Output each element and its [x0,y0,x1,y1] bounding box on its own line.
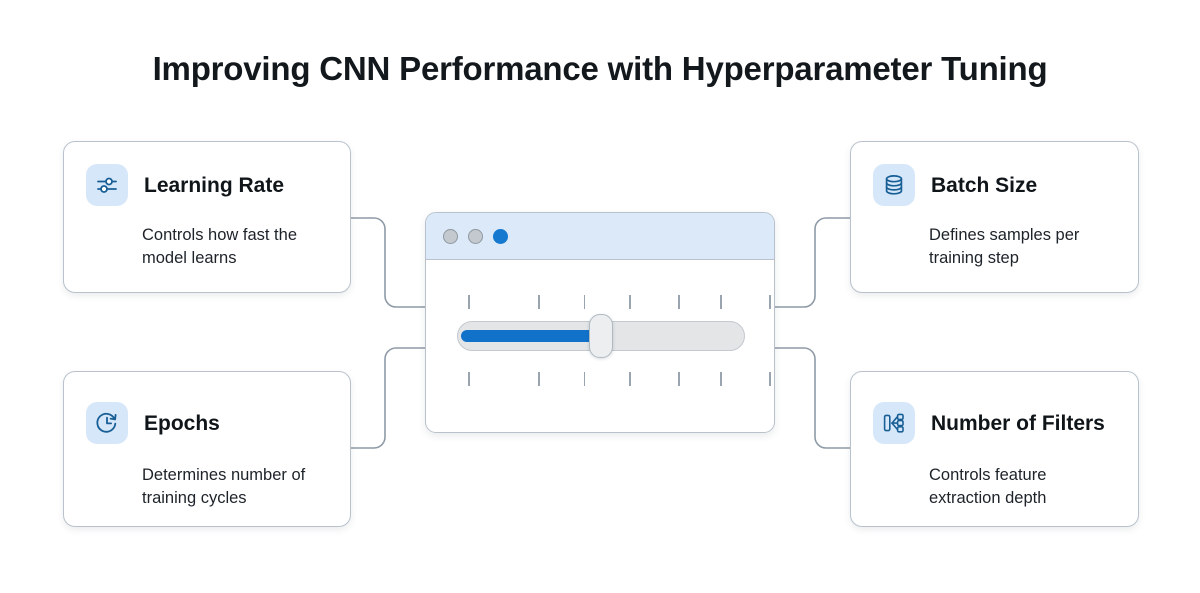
window-dot-3[interactable] [493,228,508,244]
slider-tick [468,295,470,309]
sliders-icon [86,164,128,206]
slider-tick [769,295,771,309]
slider-tick [538,372,540,386]
slider-tick [769,372,771,386]
database-icon [873,164,915,206]
slider-tick [720,372,722,386]
hyperparameter-slider[interactable] [457,314,745,358]
card-epochs[interactable]: Epochs Determines number of training cyc… [63,371,351,527]
tuning-window[interactable] [425,212,775,433]
slider-fill [461,330,601,342]
slider-thumb[interactable] [589,314,613,358]
slider-tick [720,295,722,309]
card-learning-rate[interactable]: Learning Rate Controls how fast the mode… [63,141,351,293]
card-description: Controls feature extraction depth [929,466,1047,507]
window-title-bar [426,213,774,260]
card-description: Controls how fast the model learns [142,226,297,267]
card-batch-size[interactable]: Batch Size Defines samples per training … [850,141,1139,293]
slider-tick [583,372,586,386]
slider-ticks-top [426,295,774,309]
card-title: Number of Filters [931,411,1105,435]
connector-batch-size [775,217,850,308]
window-dot-1[interactable] [443,228,458,244]
card-title: Epochs [144,411,220,435]
connector-number-of-filters [775,347,850,449]
slider-tick [538,295,540,309]
slider-tick [629,372,631,386]
filters-branch-icon [873,402,915,444]
card-title: Batch Size [931,173,1038,197]
slider-tick [678,372,680,386]
card-description: Determines number of training cycles [142,466,306,507]
page-title: Improving CNN Performance with Hyperpara… [152,50,1048,87]
slider-tick [678,295,680,309]
card-header: Learning Rate [86,164,284,206]
card-number-of-filters[interactable]: Number of Filters Controls feature extra… [850,371,1139,527]
card-title: Learning Rate [144,173,285,197]
connector-learning-rate [351,217,425,308]
card-header: Number of Filters [873,402,1105,444]
window-dot-2[interactable] [468,228,483,244]
slider-tick [468,372,470,386]
card-description: Defines samples per training step [929,226,1080,267]
card-header: Batch Size [873,164,1037,206]
connector-epochs [351,347,425,449]
slider-ticks-bottom [426,372,774,386]
slider-tick [629,295,631,309]
window-body [426,260,774,432]
slider-tick [583,295,586,309]
clock-arrow-icon [86,402,128,444]
card-header: Epochs [86,402,220,444]
